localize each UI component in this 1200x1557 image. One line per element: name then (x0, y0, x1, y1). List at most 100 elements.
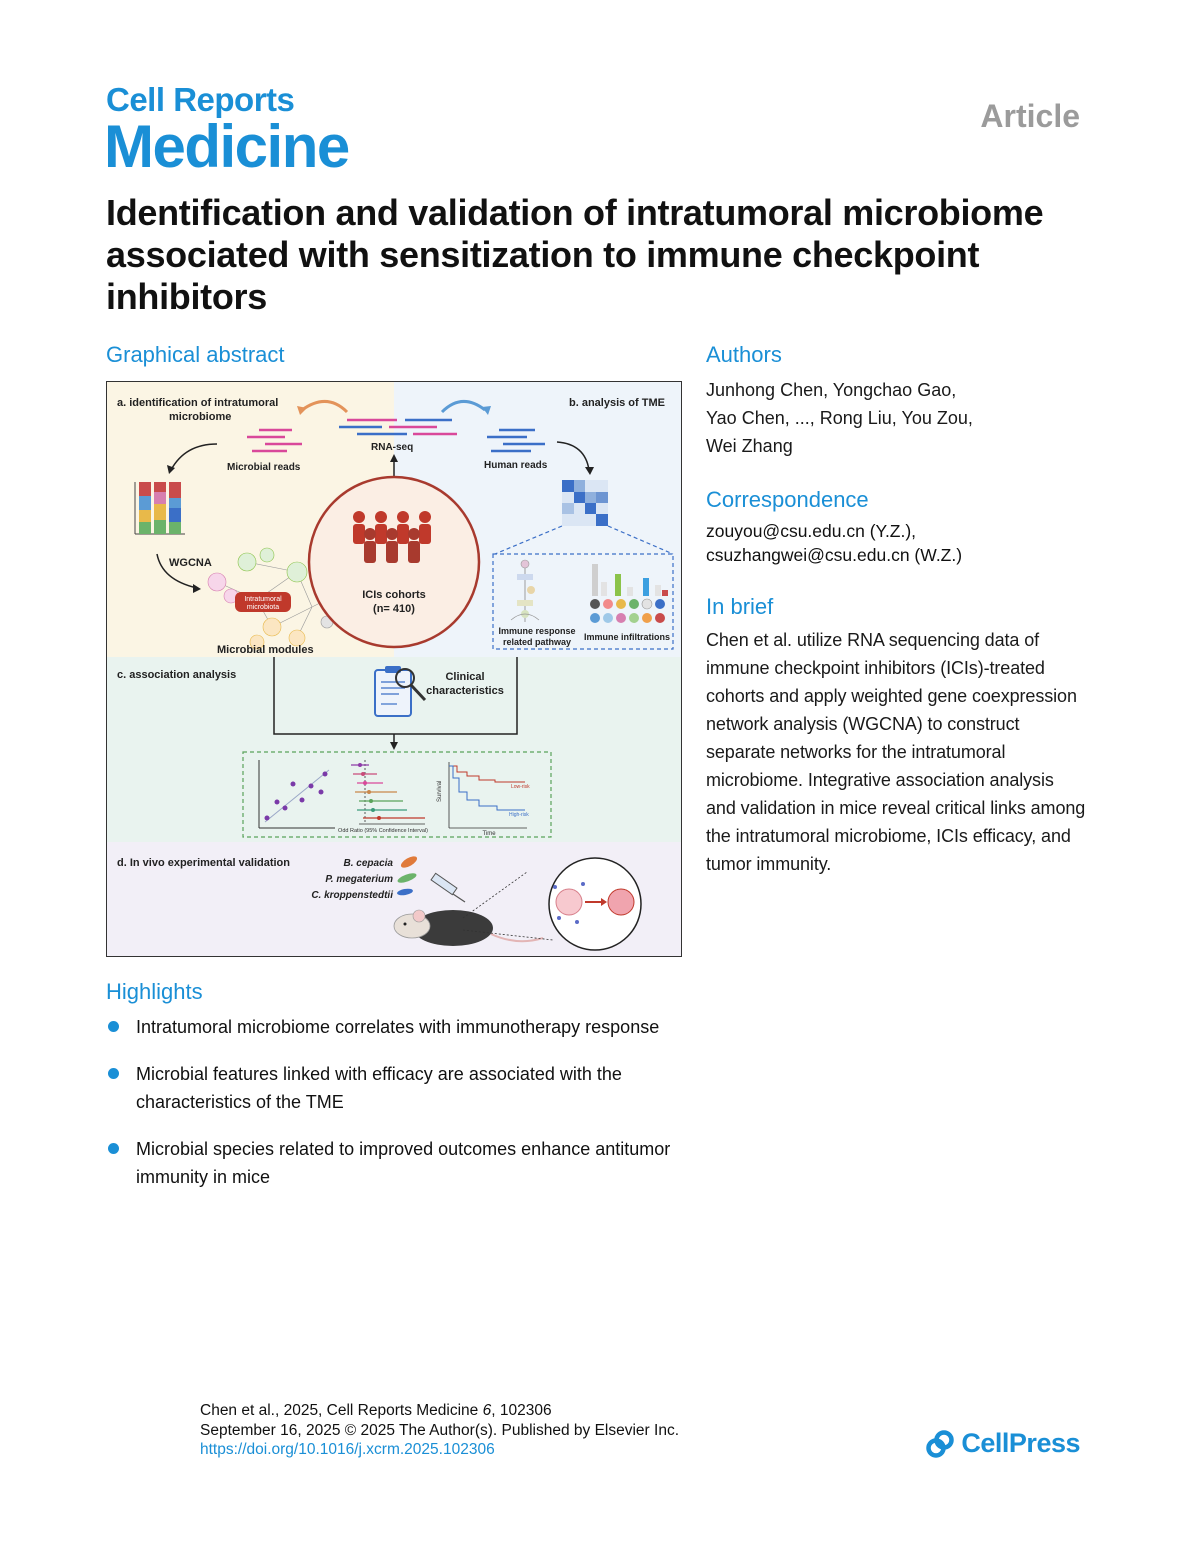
citation-footer: Chen et al., 2025, Cell Reports Medicine… (200, 1401, 679, 1460)
patient-group-icon (353, 511, 431, 563)
cellpress-logo: CellPress (925, 1428, 1080, 1459)
graphical-abstract-figure: a. identification of intratumoral microb… (106, 381, 682, 957)
in-brief-text: Chen et al. utilize RNA sequencing data … (706, 630, 1086, 874)
authors-line: Yao Chen, ..., Rong Liu, You Zou, (706, 408, 973, 428)
arrow-to-microbial (301, 400, 349, 414)
clinical-label-line2: characteristics (426, 685, 504, 697)
immune-infiltration-icon (590, 564, 668, 623)
citation-volume: 6 (482, 1402, 492, 1419)
article-type-label: Article (980, 98, 1080, 134)
bacteria-icon (397, 856, 418, 896)
arrowhead (390, 742, 398, 750)
arrowhead (482, 406, 491, 415)
copyright-line: September 16, 2025 © 2025 The Author(s).… (200, 1421, 679, 1439)
highlight-text: Intratumoral microbiome correlates with … (136, 1017, 660, 1037)
panel-d-label: d. In vivo experimental validation (117, 857, 290, 869)
zoom-line (462, 871, 528, 919)
species-label: P. megaterium (325, 874, 393, 885)
clinical-label-line1: Clinical (445, 671, 484, 683)
tumor-zoom-circle (548, 857, 642, 951)
doi-link[interactable]: https://doi.org/10.1016/j.xcrm.2025.1023… (200, 1441, 495, 1458)
intratumoral-label-line2: microbiota (247, 604, 279, 611)
panel-b-label: b. analysis of TME (569, 397, 665, 409)
flow-connector (273, 657, 518, 735)
graphical-abstract-svg: a. identification of intratumoral microb… (107, 382, 681, 956)
pathway-icon (510, 559, 540, 622)
citation-prefix: Chen et al., 2025, Cell Reports Medicine (200, 1402, 483, 1419)
highlight-item: Microbial features linked with efficacy … (106, 1060, 686, 1116)
in-brief-heading: In brief (706, 594, 774, 619)
human-reads-icon (487, 428, 545, 453)
arrowhead (297, 406, 307, 415)
rna-seq-reads-icon (339, 418, 457, 436)
cellpress-logo-icon (926, 1429, 955, 1458)
cohort-size: (n= 410) (373, 603, 415, 615)
survival-curve-icon (448, 762, 527, 829)
high-risk-label: High-risk (509, 812, 529, 818)
correlation-scatter-icon (258, 760, 335, 829)
zoom-line (494, 525, 563, 555)
human-reads-label: Human reads (484, 460, 548, 471)
analysis-results-box (242, 751, 552, 838)
microbial-reads-label: Microbial reads (227, 462, 301, 473)
highlight-text: Microbial features linked with efficacy … (136, 1064, 622, 1112)
arrowhead (167, 465, 175, 474)
panel-a-label-line1: a. identification of intratumoral (117, 397, 278, 409)
highlight-text: Microbial species related to improved ou… (136, 1139, 671, 1187)
arrowhead (585, 467, 594, 475)
zoom-line (462, 929, 554, 941)
correlation-heatmap-icon (562, 480, 608, 526)
arrow-to-human (440, 400, 486, 414)
clinical-document-icon (374, 666, 427, 717)
correspondence-block: zouyou@csu.edu.cn (Y.Z.), csuzhangwei@cs… (706, 519, 962, 567)
cellpress-logo-text: CellPress (961, 1428, 1080, 1458)
low-risk-label: Low-risk (511, 784, 530, 790)
arrow-to-heatmap (556, 441, 590, 471)
tumor-cells-icon (553, 882, 635, 924)
tme-detail-box (492, 553, 674, 650)
correspondence-email[interactable]: zouyou@csu.edu.cn (Y.Z.), (706, 521, 917, 541)
arrowhead (390, 454, 398, 462)
odds-ratio-axis-label: Odd Ratio (95% Confidence Interval) (338, 828, 428, 834)
arrow-to-stacked-bars (170, 443, 218, 471)
bullet-icon (108, 1143, 119, 1154)
syringe-icon (430, 872, 466, 903)
highlights-list: Intratumoral microbiome correlates with … (106, 1013, 686, 1210)
authors-line: Wei Zhang (706, 436, 793, 456)
stacked-bar-icon (134, 482, 185, 535)
journal-name-line1: Cell Reports (106, 81, 295, 118)
survival-axis-label: Survival (437, 781, 443, 802)
correspondence-email[interactable]: csuzhangwei@csu.edu.cn (W.Z.) (706, 545, 963, 565)
microbial-modules-label: Microbial modules (217, 644, 314, 656)
mouse-icon (393, 909, 544, 946)
immune-infiltrations-label: Immune infiltrations (584, 632, 670, 642)
authors-line: Junhong Chen, Yongchao Gao, (706, 380, 957, 400)
bullet-icon (108, 1068, 119, 1079)
rna-seq-label: RNA-seq (371, 442, 413, 453)
arrow-wgcna (156, 553, 198, 589)
intratumoral-label-line1: Intratumoral (244, 596, 282, 603)
bullet-icon (108, 1021, 119, 1032)
authors-heading: Authors (706, 342, 782, 367)
authors-block: Junhong Chen, Yongchao Gao, Yao Chen, ..… (706, 376, 1086, 460)
panel-c-label: c. association analysis (117, 669, 236, 681)
forest-plot-icon (351, 760, 425, 825)
microbial-reads-icon (247, 428, 302, 453)
immune-pathway-label-line2: related pathway (503, 637, 571, 647)
species-label: C. kroppenstedtii (311, 890, 393, 901)
species-label: B. cepacia (344, 858, 394, 869)
highlights-heading: Highlights (106, 979, 203, 1004)
graphical-abstract-heading: Graphical abstract (106, 342, 285, 367)
arrowhead (193, 584, 201, 593)
highlight-item: Microbial species related to improved ou… (106, 1135, 686, 1191)
panel-a-label-line2: microbiome (169, 411, 231, 423)
correspondence-heading: Correspondence (706, 487, 869, 512)
cohort-label: ICIs cohorts (362, 589, 426, 601)
time-axis-label: Time (482, 831, 496, 837)
citation-suffix: , 102306 (491, 1402, 552, 1419)
wgcna-label: WGCNA (169, 557, 212, 569)
immune-pathway-label-line1: Immune response (498, 626, 575, 636)
zoom-line (607, 525, 674, 555)
journal-name-line2: Medicine (104, 113, 350, 180)
highlight-item: Intratumoral microbiome correlates with … (106, 1013, 686, 1041)
